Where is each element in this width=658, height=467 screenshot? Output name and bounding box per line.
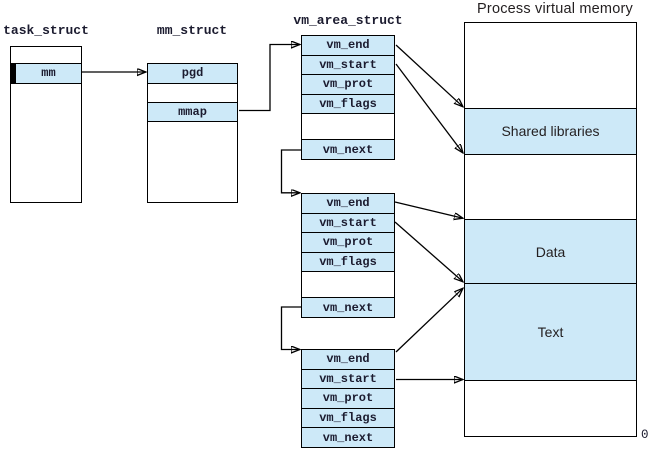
mm-struct-box: pgd mmap	[147, 63, 238, 203]
memory-segment-unused-bottom	[465, 381, 636, 436]
vmarea1-field-vm-end: vm_end	[302, 36, 394, 56]
vmarea2-field-vm-end: vm_end	[302, 194, 394, 214]
vmarea1-field-vm-flags: vm_flags	[302, 94, 394, 114]
vmarea1-field-vm-start: vm_start	[302, 55, 394, 75]
mm-struct-empty-cell	[148, 84, 237, 103]
memory-segment-unused-top	[465, 23, 636, 109]
vm-area-struct-block-1: vm_end vm_start vm_prot vm_flags vm_next	[301, 35, 395, 160]
mm-struct-title: mm_struct	[156, 23, 228, 38]
memory-segment-shared-libraries: Shared libraries	[465, 108, 636, 155]
arrow-vmnext2-to-vmarea3-icon	[280, 306, 301, 350]
process-virtual-memory-box: Shared libraries Data Text	[464, 22, 637, 437]
vmarea3-field-vm-prot: vm_prot	[302, 389, 394, 409]
vm-area-struct-block-2: vm_end vm_start vm_prot vm_flags vm_next	[301, 193, 395, 318]
vm-area-struct-block-3: vm_end vm_start vm_prot vm_flags vm_next	[301, 349, 395, 448]
arrow-vmstart1-to-shared-bottom-icon	[395, 63, 463, 153]
arrow-vmend3-to-text-top-icon	[395, 288, 463, 353]
arrow-vmend2-to-data-top-icon	[394, 201, 463, 218]
mm-struct-field-pgd: pgd	[148, 64, 237, 84]
vmarea3-field-vm-start: vm_start	[302, 369, 394, 390]
memory-segment-data: Data	[465, 220, 636, 284]
memory-segment-text: Text	[465, 284, 636, 381]
vm-area-struct-title: vm_area_struct	[293, 13, 403, 28]
task-struct-empty-cell-top	[11, 47, 81, 64]
vmarea2-empty-cell	[302, 272, 394, 298]
vmarea3-field-vm-next: vm_next	[302, 428, 394, 447]
task-struct-field-mm: mm	[11, 64, 81, 84]
memory-segment-unused-middle	[465, 155, 636, 220]
arrow-vmstart2-to-data-bottom-icon	[394, 221, 463, 282]
mm-struct-field-mmap: mmap	[148, 102, 237, 122]
vmarea1-field-vm-prot: vm_prot	[302, 75, 394, 95]
vmarea2-field-vm-prot: vm_prot	[302, 233, 394, 253]
vmarea2-field-vm-next: vm_next	[302, 298, 394, 317]
task-struct-box: mm	[10, 46, 82, 203]
task-struct-empty-cell-bottom	[11, 84, 81, 203]
vmarea1-field-vm-next: vm_next	[302, 140, 394, 159]
mm-struct-empty-cell-bottom	[148, 122, 237, 202]
task-struct-title: task_struct	[3, 23, 89, 38]
vmarea2-field-vm-flags: vm_flags	[302, 252, 394, 272]
vmarea2-field-vm-start: vm_start	[302, 213, 394, 233]
arrow-vmend1-to-shared-top-icon	[395, 44, 463, 107]
process-virtual-memory-title: Process virtual memory	[477, 1, 633, 17]
vmarea1-empty-cell	[302, 114, 394, 140]
vmarea3-field-vm-end: vm_end	[302, 350, 394, 370]
vmarea3-field-vm-flags: vm_flags	[302, 408, 394, 429]
memory-origin-zero-label: 0	[641, 428, 649, 442]
arrow-vmnext1-to-vmarea2-icon	[280, 149, 301, 193]
arrow-mmap-to-vmarea1-icon	[239, 45, 300, 112]
